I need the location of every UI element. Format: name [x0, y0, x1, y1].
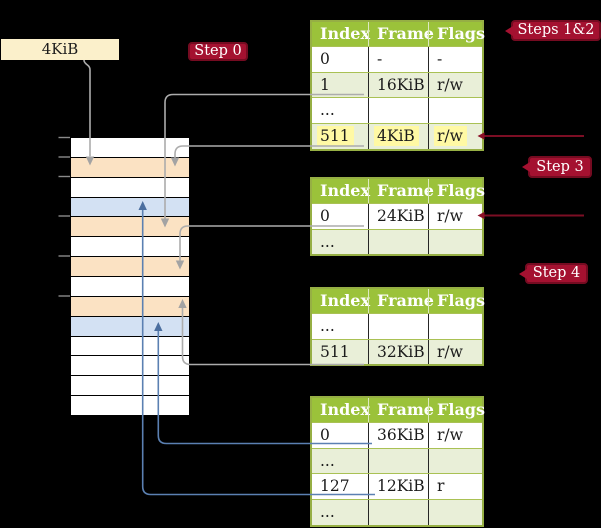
badge-pointer-tab [505, 25, 513, 36]
column-header-frame: Frame [368, 179, 434, 203]
memory-frame-row [71, 396, 189, 416]
table-cell: 36KiB [368, 423, 428, 448]
table-cell [428, 229, 482, 255]
memory-frame-row [71, 277, 189, 297]
table-cell [368, 229, 428, 255]
memory-frame-row [71, 138, 189, 158]
column-header-index: Index [320, 400, 371, 419]
badge-step-0: Step 0 [188, 42, 248, 61]
table-cell [428, 98, 482, 124]
table-cell [428, 448, 482, 474]
table-cell [368, 314, 428, 339]
physical-memory-column [70, 137, 190, 416]
memory-frame-row [71, 356, 189, 377]
badge-pointer-tab [522, 162, 530, 172]
badge-step-3: Step 3 [522, 156, 592, 178]
memory-frame-row [71, 376, 189, 397]
table-cell: 4KiB [368, 124, 428, 149]
table-cell [368, 98, 428, 124]
table-row: ... [312, 447, 482, 474]
memory-frame-row [71, 316, 189, 337]
highlighted-value: r/w [434, 126, 467, 147]
table-cell: r/w [428, 72, 482, 98]
memory-frame-row [71, 257, 189, 278]
table-cell: r/w [428, 204, 482, 229]
table-cell: r/w [428, 124, 482, 149]
table-row: ... [312, 97, 482, 124]
table-row: ... [312, 499, 482, 525]
table-row: ... [312, 228, 482, 255]
address-ticks [58, 136, 70, 297]
memory-frame-row [71, 217, 189, 238]
table-cell: r/w [428, 423, 482, 448]
column-header-index: Index [320, 291, 371, 310]
table-cell: ... [320, 232, 335, 251]
table-cell: ... [320, 101, 335, 120]
memory-frame-row [71, 296, 189, 317]
table-cell: 511 [320, 342, 350, 361]
table-cell: ... [320, 317, 335, 335]
table-cell [428, 500, 482, 525]
column-header-flags: Flags [428, 289, 485, 313]
column-header-flags: Flags [428, 22, 485, 46]
column-header-flags: Flags [428, 398, 485, 422]
table-cell: 0 [320, 50, 330, 68]
table-row: 511 4KiB r/w [312, 123, 482, 149]
table-cell: 0 [320, 207, 330, 225]
table-cell: 24KiB [368, 204, 428, 229]
badge-label: Steps 1&2 [517, 22, 595, 38]
memory-frame-row [71, 177, 189, 198]
table-cell [368, 500, 428, 525]
highlighted-value: 4KiB [374, 126, 419, 147]
badge-steps-1-2: Steps 1&2 [505, 20, 601, 41]
column-header-frame: Frame [368, 22, 434, 46]
table-cell: 127 [320, 477, 350, 496]
memory-frame-row [71, 197, 189, 218]
table-row: ... [312, 313, 482, 339]
column-header-flags: Flags [428, 179, 485, 203]
badge-label: Step 4 [532, 265, 581, 281]
badge-label: Step 0 [194, 43, 242, 59]
table-cell: - [428, 47, 482, 72]
table-cell [428, 314, 482, 339]
table-row: 0 -- [312, 46, 482, 72]
table-cell: 1 [320, 75, 330, 94]
table-cell: - [368, 47, 428, 72]
table-cell: 16KiB [368, 72, 428, 98]
badge-pointer-tab [519, 268, 527, 279]
column-header-index: Index [320, 24, 371, 43]
memory-frame-row [71, 237, 189, 258]
badge-step-4: Step 4 [519, 263, 588, 284]
memory-frame-row [71, 157, 189, 178]
frame-address-label: 4KiB [1, 39, 119, 60]
badge-label: Step 3 [536, 159, 584, 175]
table-cell: 12KiB [368, 474, 428, 500]
table-cell: 511 [312, 124, 368, 149]
column-header-frame: Frame [368, 289, 434, 313]
column-header-frame: Frame [368, 398, 434, 422]
highlighted-value: 511 [317, 126, 354, 147]
table-cell: ... [320, 503, 335, 522]
memory-frame-row [71, 336, 189, 357]
table-cell: ... [320, 451, 335, 470]
table-cell: 32KiB [368, 339, 428, 365]
table-cell: r/w [428, 339, 482, 365]
column-header-index: Index [320, 181, 371, 200]
table-cell: r [428, 474, 482, 500]
table-cell: 0 [320, 426, 330, 444]
table-cell [368, 448, 428, 474]
